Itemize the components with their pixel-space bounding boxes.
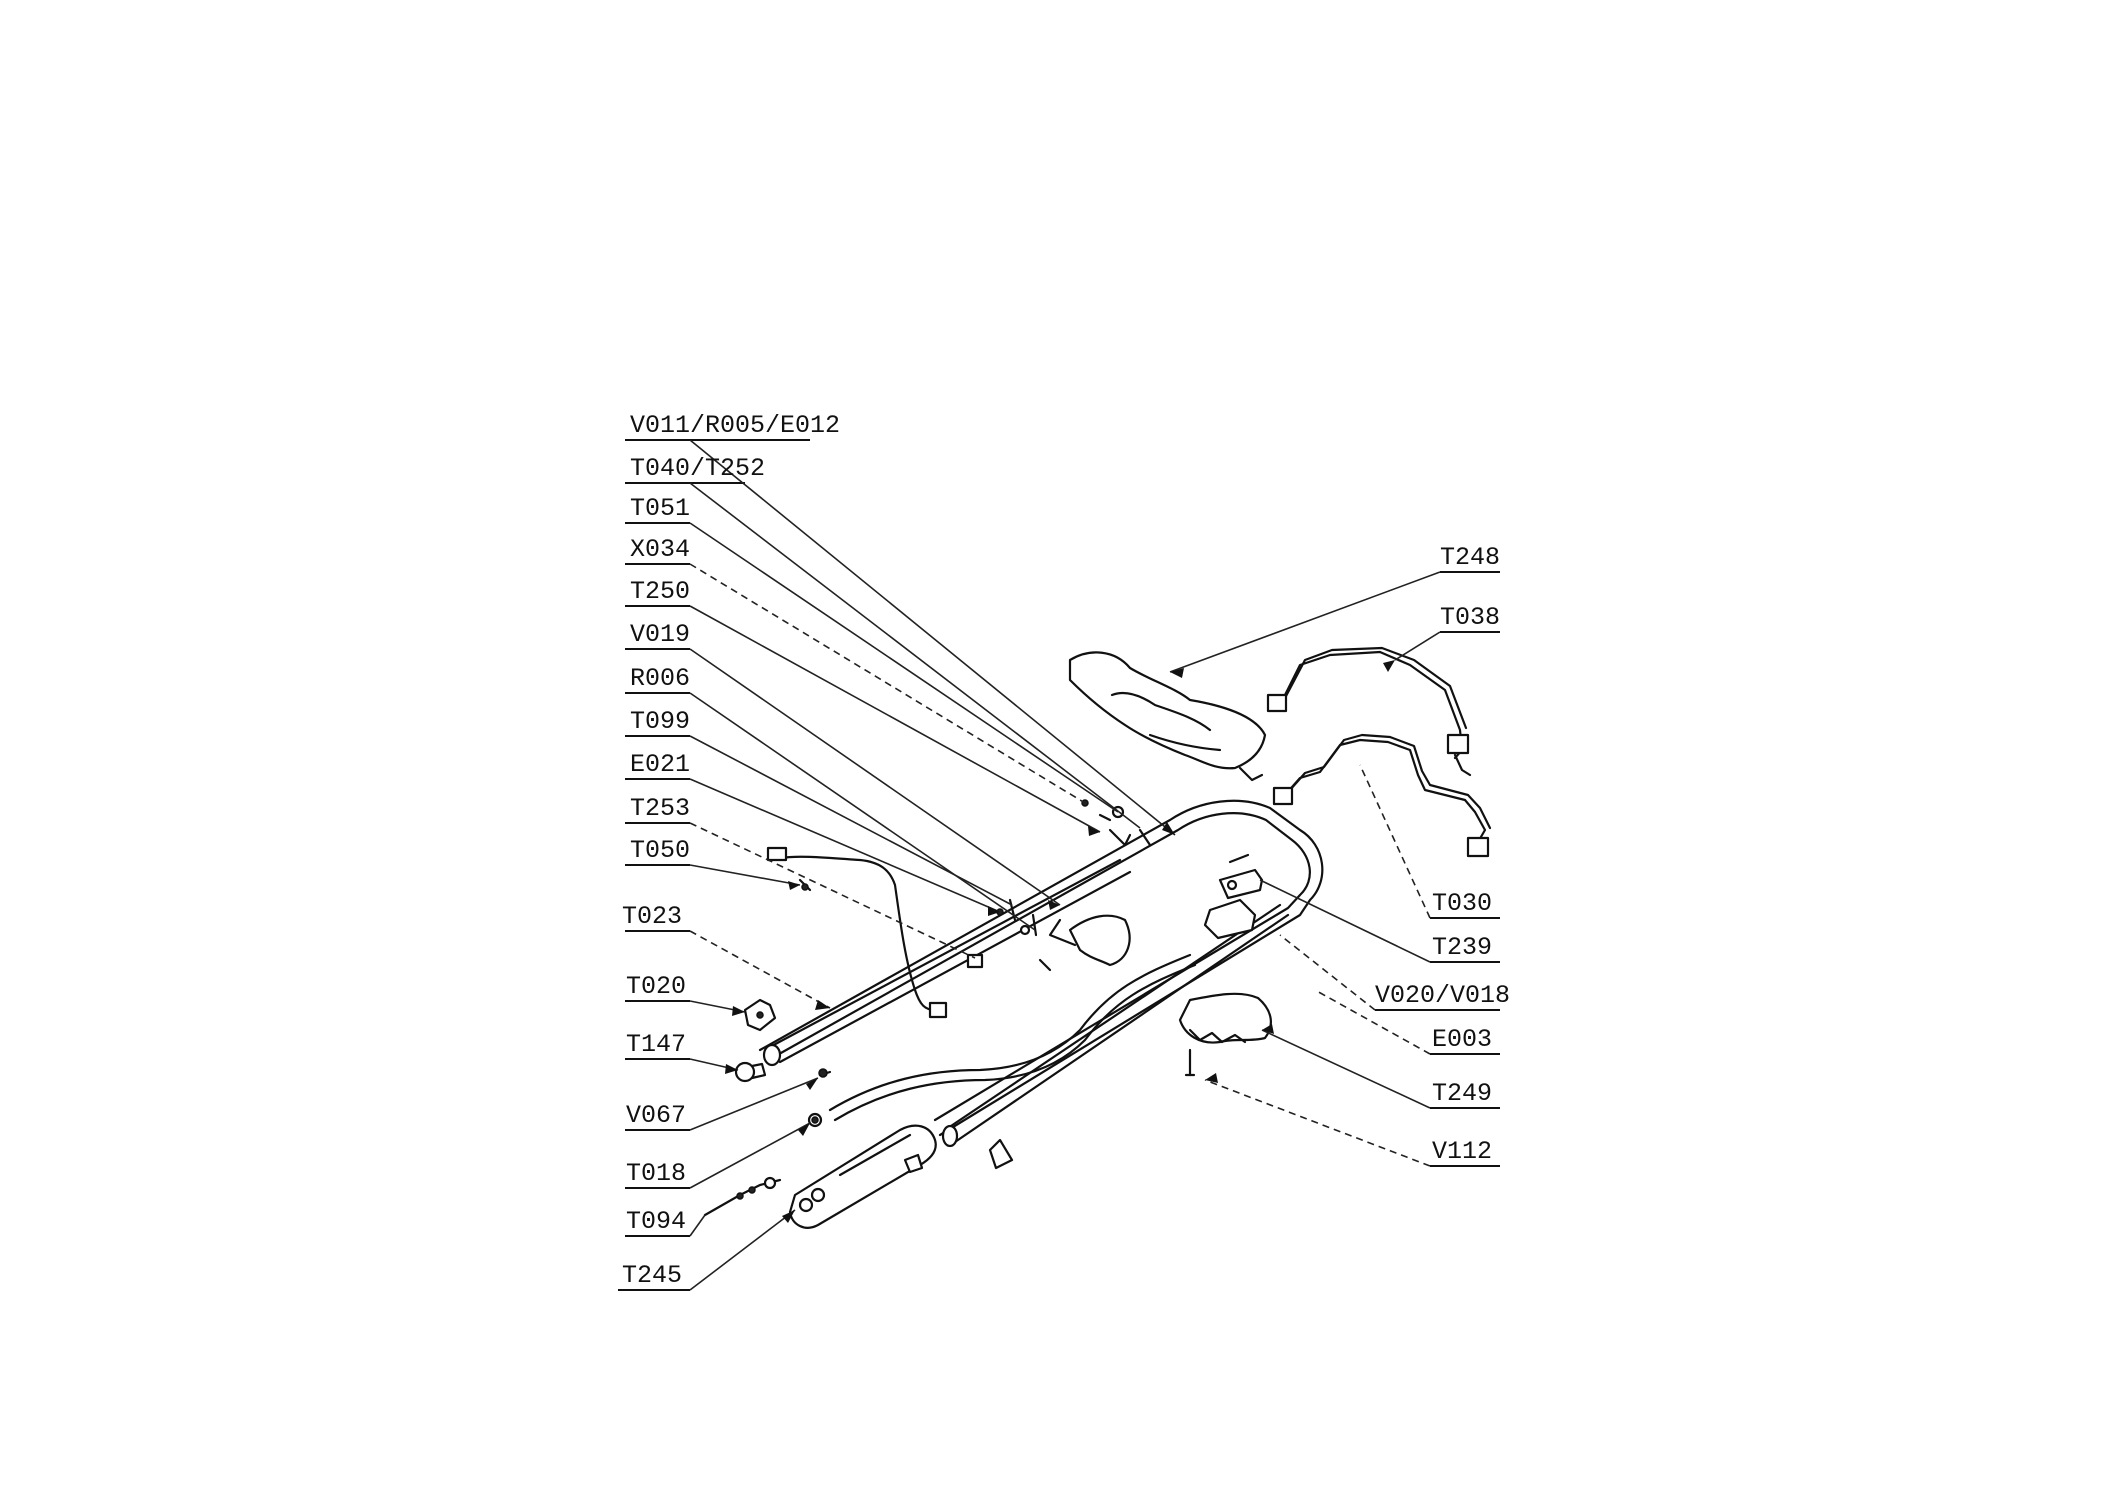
- label-t253: T253: [630, 794, 690, 823]
- part-t023-tube: [766, 858, 1122, 1050]
- label-t099: T099: [630, 707, 690, 736]
- part-labels: V011/R005/E012 T040/T252 T051 X034 T250 …: [622, 411, 1510, 1290]
- label-v020-v018: V020/V018: [1375, 981, 1510, 1010]
- label-t040-t252: T040/T252: [630, 454, 765, 483]
- part-e003-frame: [758, 799, 1324, 1137]
- label-e021: E021: [630, 750, 690, 779]
- part-t239-bracket: [1218, 868, 1264, 900]
- part-drawings: [703, 646, 1492, 1229]
- label-t147: T147: [626, 1030, 686, 1059]
- leader-lines: [618, 439, 1500, 1291]
- label-t239: T239: [1432, 933, 1492, 962]
- part-t050-cable: [778, 855, 937, 1012]
- part-t038-rod: [1278, 650, 1464, 760]
- label-v019: V019: [630, 620, 690, 649]
- label-v112: V112: [1432, 1137, 1492, 1166]
- label-t030: T030: [1432, 889, 1492, 918]
- label-t038: T038: [1440, 603, 1500, 632]
- label-t094: T094: [626, 1207, 686, 1236]
- label-t248: T248: [1440, 543, 1500, 572]
- part-t147-cap: [734, 1061, 756, 1083]
- part-t030-rod: [1283, 738, 1487, 844]
- label-t050: T050: [630, 836, 690, 865]
- part-t249-shell: [1178, 992, 1272, 1044]
- label-t245: T245: [622, 1261, 682, 1290]
- label-t018: T018: [626, 1159, 686, 1188]
- label-t250: T250: [630, 577, 690, 606]
- label-v011-r005-e012: V011/R005/E012: [630, 411, 840, 440]
- label-r006: R006: [630, 664, 690, 693]
- label-x034: X034: [630, 535, 690, 564]
- label-t023: T023: [622, 902, 682, 931]
- label-v067: V067: [626, 1101, 686, 1130]
- label-e003: E003: [1432, 1025, 1492, 1054]
- part-cable-rear: [828, 953, 1192, 1112]
- part-t245-handle: [788, 1124, 937, 1229]
- label-t051: T051: [630, 494, 690, 523]
- label-t249: T249: [1432, 1079, 1492, 1108]
- label-t020: T020: [626, 972, 686, 1001]
